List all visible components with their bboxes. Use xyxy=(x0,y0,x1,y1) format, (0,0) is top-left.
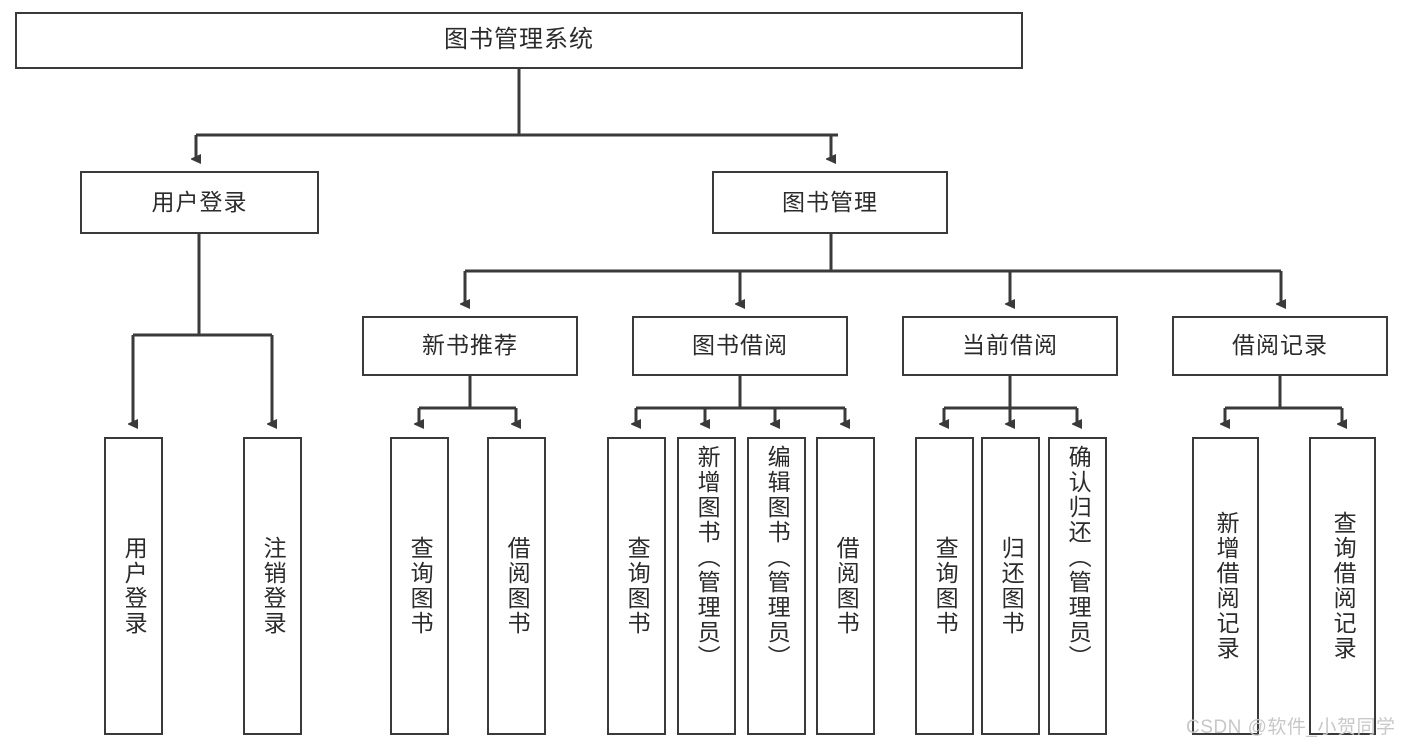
node-label: 用户登录 xyxy=(151,188,248,215)
leaf-label: 查询图书 xyxy=(624,536,651,636)
node-book-management[interactable]: 图书管理 xyxy=(712,171,948,234)
node-current-borrow[interactable]: 当前借阅 xyxy=(902,316,1118,376)
leaf-label: 查询借阅记录 xyxy=(1330,511,1357,661)
leaf-add-book-admin[interactable]: 新增图书（管理员） xyxy=(677,437,736,735)
csdn-watermark: CSDN @软件_小贺同学 xyxy=(1186,717,1396,738)
leaf-query-book-current[interactable]: 查询图书 xyxy=(915,437,974,735)
leaf-borrow-book[interactable]: 借阅图书 xyxy=(816,437,875,735)
leaf-label: 新增图书（管理员） xyxy=(694,445,721,670)
node-label: 借阅记录 xyxy=(1232,332,1328,359)
node-user-login[interactable]: 用户登录 xyxy=(80,171,319,234)
leaf-query-book-recommend[interactable]: 查询图书 xyxy=(390,437,449,735)
leaf-query-borrow-record[interactable]: 查询借阅记录 xyxy=(1309,437,1376,735)
node-label: 新书推荐 xyxy=(422,332,518,359)
node-label: 图书管理系统 xyxy=(444,26,594,54)
node-label: 图书管理 xyxy=(782,188,878,215)
leaf-label: 归还图书 xyxy=(998,536,1025,636)
node-root-library-system[interactable]: 图书管理系统 xyxy=(15,12,1023,69)
node-borrow-records[interactable]: 借阅记录 xyxy=(1172,316,1388,376)
leaf-query-book-borrow[interactable]: 查询图书 xyxy=(607,437,666,735)
leaf-edit-book-admin[interactable]: 编辑图书（管理员） xyxy=(747,437,806,735)
leaf-confirm-return-admin[interactable]: 确认归还（管理员） xyxy=(1048,437,1107,735)
leaf-label: 查询图书 xyxy=(932,536,959,636)
node-label: 图书借阅 xyxy=(692,332,788,359)
leaf-label: 编辑图书（管理员） xyxy=(764,445,791,670)
leaf-logout[interactable]: 注销登录 xyxy=(243,437,302,735)
leaf-label: 确认归还（管理员） xyxy=(1065,445,1092,670)
leaf-label: 注销登录 xyxy=(260,536,287,636)
leaf-label: 新增借阅记录 xyxy=(1213,511,1240,661)
leaf-user-login[interactable]: 用户登录 xyxy=(104,437,163,735)
leaf-borrow-book-recommend[interactable]: 借阅图书 xyxy=(487,437,546,735)
leaf-label: 借阅图书 xyxy=(504,536,531,636)
node-book-borrow[interactable]: 图书借阅 xyxy=(632,316,848,376)
leaf-label: 借阅图书 xyxy=(833,536,860,636)
node-new-book-recommend[interactable]: 新书推荐 xyxy=(362,316,578,376)
leaf-label: 用户登录 xyxy=(121,536,148,636)
node-label: 当前借阅 xyxy=(962,332,1058,359)
leaf-return-book[interactable]: 归还图书 xyxy=(981,437,1040,735)
leaf-label: 查询图书 xyxy=(407,536,434,636)
leaf-add-borrow-record[interactable]: 新增借阅记录 xyxy=(1192,437,1259,735)
